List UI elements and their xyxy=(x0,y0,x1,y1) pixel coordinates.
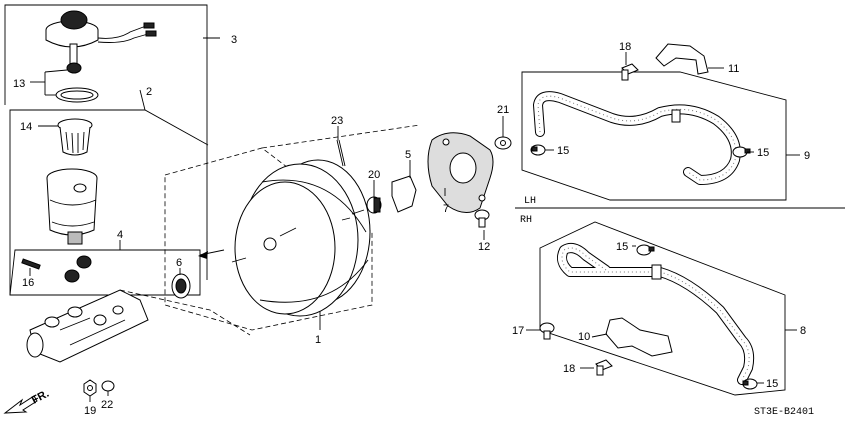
brake-booster xyxy=(198,159,371,317)
vacuum-hose-rh xyxy=(557,243,755,385)
label-20: 20 xyxy=(368,169,380,181)
label-5: 5 xyxy=(405,149,411,161)
vacuum-hose-lh xyxy=(533,91,741,185)
booster-seal xyxy=(171,273,191,299)
bracket-11 xyxy=(655,43,709,75)
reservoir-cap-with-sensor xyxy=(45,10,157,74)
label-12: 12 xyxy=(478,241,490,253)
hose-clamp-lh-1 xyxy=(530,144,546,156)
leader-lines xyxy=(29,52,764,402)
check-valve-joint xyxy=(366,196,382,214)
label-15-lh-2: 15 xyxy=(757,147,769,159)
nut-19 xyxy=(83,379,97,397)
label-8: 8 xyxy=(800,325,806,337)
label-16: 16 xyxy=(22,277,34,289)
hose-clamp-rh-2 xyxy=(742,378,758,390)
group-outlines xyxy=(4,4,845,396)
washer-22 xyxy=(101,380,115,392)
label-11: 11 xyxy=(728,63,739,75)
label-18-upper: 18 xyxy=(619,41,631,53)
gasket-plate xyxy=(427,132,494,213)
front-direction-arrow: FR. xyxy=(3,388,51,414)
label-6: 6 xyxy=(176,257,182,269)
label-2: 2 xyxy=(146,86,152,98)
reservoir-seal-ring-inner xyxy=(60,90,94,100)
reservoir-grommets xyxy=(21,255,92,283)
reservoir-strainer xyxy=(57,118,93,156)
side-lh-label: LH xyxy=(524,196,536,207)
front-label: FR. xyxy=(30,388,51,407)
label-3: 3 xyxy=(231,34,237,46)
label-15-rh-1: 15 xyxy=(616,241,628,253)
label-7: 7 xyxy=(443,203,449,215)
label-9: 9 xyxy=(804,150,810,162)
label-15-rh-2: 15 xyxy=(766,378,778,390)
label-10: 10 xyxy=(578,331,590,343)
bolt-18-upper xyxy=(621,63,639,81)
label-4: 4 xyxy=(117,229,123,241)
nut-21 xyxy=(494,136,512,150)
label-21: 21 xyxy=(497,104,509,116)
label-13: 13 xyxy=(13,78,25,90)
label-18-lower: 18 xyxy=(563,363,575,375)
clip-pin-23 xyxy=(336,139,346,167)
hose-clamp-rh-1 xyxy=(636,244,655,256)
label-1: 1 xyxy=(315,334,321,346)
bolt-18-lower xyxy=(595,359,613,376)
bolt-17 xyxy=(539,322,555,340)
label-17: 17 xyxy=(512,325,524,337)
master-cylinder xyxy=(26,289,149,363)
bracket-5 xyxy=(391,175,417,213)
label-14: 14 xyxy=(20,121,32,133)
label-15-lh-1: 15 xyxy=(557,145,569,157)
bolt-12 xyxy=(474,209,490,228)
label-19: 19 xyxy=(84,405,96,417)
label-23: 23 xyxy=(331,115,343,127)
side-rh-label: RH xyxy=(520,215,532,226)
label-22: 22 xyxy=(101,399,113,411)
bracket-10 xyxy=(605,317,673,357)
diagram-code: ST3E-B2401 xyxy=(754,407,814,418)
reservoir-tank xyxy=(46,168,98,245)
